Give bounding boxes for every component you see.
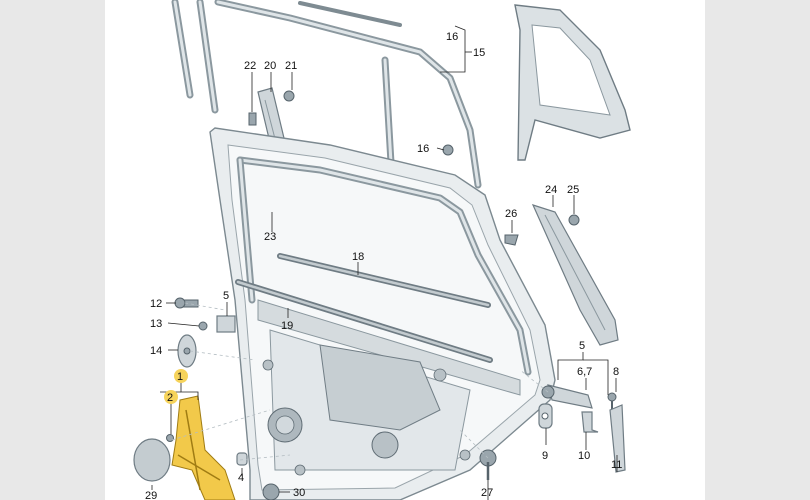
callout-1-highlight bbox=[174, 369, 188, 383]
clip-13 bbox=[198, 321, 208, 331]
grommet-4 bbox=[236, 452, 248, 466]
callout-1: 1 bbox=[177, 371, 183, 383]
bracket-5-left bbox=[216, 315, 236, 333]
door-shell bbox=[209, 127, 556, 500]
clip-26 bbox=[504, 234, 519, 246]
bolt-27 bbox=[479, 449, 497, 480]
clip-22 bbox=[248, 112, 257, 126]
callout-16-top: 16 bbox=[446, 31, 458, 43]
window-regulator bbox=[171, 395, 236, 500]
callout-21: 21 bbox=[285, 60, 297, 72]
callout-30: 30 bbox=[293, 487, 305, 499]
window-seal-18 bbox=[277, 253, 491, 308]
callout-27: 27 bbox=[481, 487, 493, 499]
callout-20: 20 bbox=[264, 60, 276, 72]
exploded-door-diagram: 22 20 21 16 15 16 23 24 25 26 18 19 5 12… bbox=[133, 0, 631, 500]
callout-16-mid: 16 bbox=[417, 143, 429, 155]
callout-15: 15 bbox=[473, 47, 485, 59]
plug-30 bbox=[262, 483, 280, 500]
callout-9: 9 bbox=[542, 450, 548, 462]
window-frame-seal bbox=[214, 0, 482, 189]
callout-12: 12 bbox=[150, 298, 162, 310]
callout-10: 10 bbox=[578, 450, 590, 462]
callout-19: 19 bbox=[281, 320, 293, 332]
diagram-panel: 22 20 21 16 15 16 23 24 25 26 18 19 5 12… bbox=[105, 0, 705, 500]
callout-5-left: 5 bbox=[223, 290, 229, 302]
window-channel-strip-left bbox=[171, 0, 219, 114]
callout-2-highlight bbox=[164, 390, 178, 404]
callout-22: 22 bbox=[244, 60, 256, 72]
callout-8: 8 bbox=[613, 366, 619, 378]
plate-14 bbox=[177, 334, 197, 368]
callout-2: 2 bbox=[167, 392, 173, 404]
bracket-9 bbox=[538, 403, 553, 429]
callout-4: 4 bbox=[238, 472, 244, 484]
quarter-window-frame bbox=[514, 4, 631, 161]
callout-13: 13 bbox=[150, 318, 162, 330]
callout-18: 18 bbox=[352, 251, 364, 263]
callout-6-7: 6,7 bbox=[577, 366, 592, 378]
clip-10 bbox=[581, 411, 599, 433]
speaker-cover-29 bbox=[133, 438, 171, 482]
callout-11: 11 bbox=[611, 459, 622, 471]
clip-21 bbox=[283, 90, 295, 102]
callout-14: 14 bbox=[150, 345, 162, 357]
clip-25 bbox=[568, 214, 580, 226]
strip-11 bbox=[609, 404, 626, 473]
callout-24: 24 bbox=[545, 184, 557, 196]
callout-25: 25 bbox=[567, 184, 579, 196]
callout-26: 26 bbox=[505, 208, 517, 220]
window-seal-19 bbox=[235, 279, 493, 363]
clip-16 bbox=[442, 144, 454, 156]
pillar-trim-24 bbox=[531, 204, 619, 346]
callout-29: 29 bbox=[145, 490, 157, 500]
callout-23: 23 bbox=[264, 231, 276, 243]
nut-2 bbox=[166, 434, 174, 442]
callout-5-right: 5 bbox=[579, 340, 585, 352]
